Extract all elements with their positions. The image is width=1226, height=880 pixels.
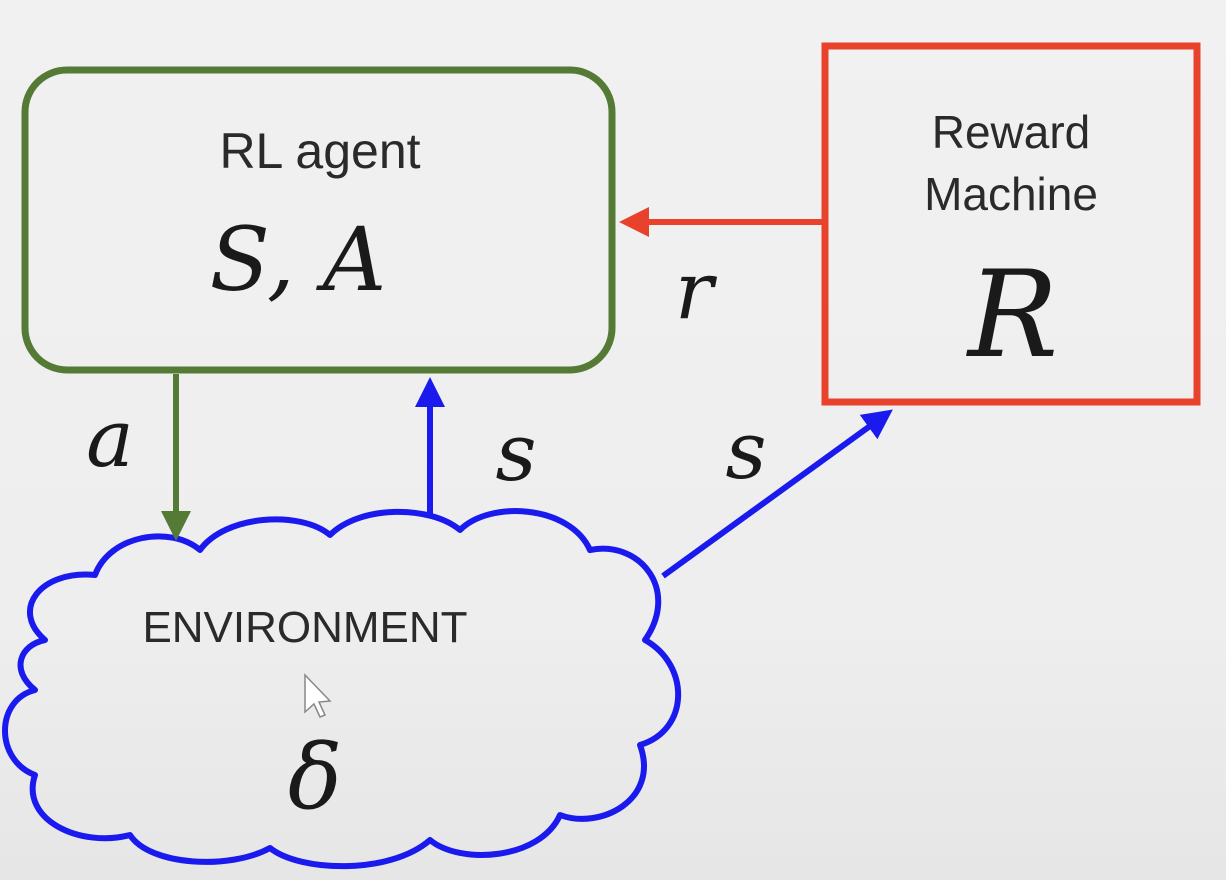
rl-agent-math: S, A <box>210 208 387 311</box>
state-to-reward-machine-arrow <box>661 409 893 579</box>
rl-agent-title: RL agent <box>219 123 420 179</box>
environment-math: δ <box>288 725 342 830</box>
reward-machine-math: R <box>966 246 1058 385</box>
action-label: a <box>86 392 134 485</box>
environment-cloud <box>2 508 682 870</box>
rl-agent-box <box>21 66 616 374</box>
reward-machine-title-line2: Machine <box>924 168 1098 220</box>
environment-title: ENVIRONMENT <box>142 603 467 652</box>
mouse-cursor-icon <box>304 673 332 718</box>
state-to-reward-machine-label: s <box>725 404 766 497</box>
state-to-agent-label: s <box>495 406 536 499</box>
reward-machine-box <box>821 42 1201 406</box>
reward-machine-title-line1: Reward <box>932 106 1091 158</box>
reward-label: r <box>675 244 718 337</box>
